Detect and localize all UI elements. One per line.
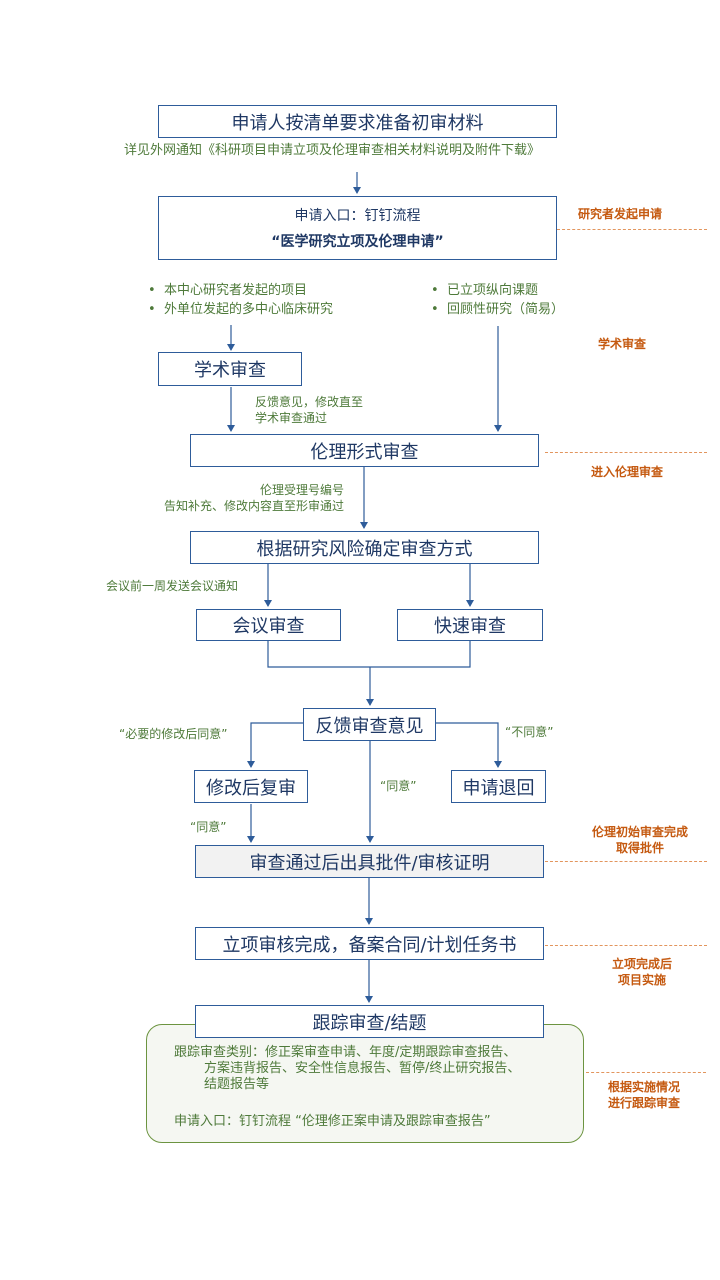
- revise-review-label: 修改后复审: [206, 777, 296, 799]
- approval-label: 审查通过后出具批件/审核证明: [249, 852, 490, 874]
- entry-line-2: “医学研究立项及伦理申请”: [271, 234, 444, 250]
- fast-review-box: 快速审查: [397, 609, 543, 641]
- meeting-review-label: 会议审查: [232, 616, 305, 637]
- academic-feedback-note: 反馈意见，修改直至 学术审查通过: [255, 395, 364, 425]
- meeting-review-box: 会议审查: [196, 609, 341, 641]
- stage-enter-ethics: 进入伦理审查: [591, 465, 664, 479]
- feedback-label: 反馈审查意见: [315, 715, 424, 737]
- prepare-materials-label: 申请人按清单要求准备初审材料: [231, 112, 484, 134]
- review-method-label: 根据研究风险确定审查方式: [256, 538, 473, 560]
- meeting-notice-note: 会议前一周发送会议通知: [106, 579, 239, 593]
- stage-academic-review: 学术审查: [598, 337, 647, 351]
- list-item: •外单位发起的多中心临床研究: [148, 302, 334, 317]
- stage-divider: [545, 861, 707, 862]
- stage-ethics-done: 伦理初始审查完成 取得批件: [591, 825, 688, 855]
- stage-divider: [545, 452, 707, 453]
- stage-divider: [545, 945, 707, 946]
- academic-review-box: 学术审查: [158, 352, 302, 386]
- tracking-entry-note: 申请入口：钉钉流程 “伦理修正案申请及跟踪审查报告”: [174, 1114, 491, 1129]
- entry-line-1: 申请入口：钉钉流程: [294, 208, 421, 224]
- approval-box: 审查通过后出具批件/审核证明: [195, 845, 544, 878]
- list-item: •本中心研究者发起的项目: [148, 283, 308, 298]
- revise-review-box: 修改后复审: [194, 770, 308, 803]
- prepare-materials-box: 申请人按清单要求准备初审材料: [158, 105, 557, 138]
- disagree-note: “不同意”: [505, 725, 554, 739]
- necessary-revise-note: “必要的修改后同意”: [119, 727, 228, 741]
- tracking-review-box: 跟踪审查/结题: [195, 1005, 544, 1038]
- feedback-box: 反馈审查意见: [303, 708, 436, 741]
- list-item: •回顾性研究（简易）: [431, 302, 565, 317]
- formal-review-box: 伦理形式审查: [190, 434, 539, 467]
- project-complete-label: 立项审核完成，备案合同/计划任务书: [222, 934, 517, 956]
- academic-review-label: 学术审查: [194, 360, 266, 381]
- application-entry-box: 申请入口：钉钉流程 “医学研究立项及伦理申请”: [158, 196, 557, 260]
- right-bullet-list: •已立项纵向课题 •回顾性研究（简易）: [431, 281, 564, 319]
- agree-left-note: “同意”: [190, 820, 227, 834]
- agree-mid-note: “同意”: [380, 779, 417, 793]
- stage-tracking: 根据实施情况 进行跟踪审查: [607, 1080, 680, 1110]
- withdraw-box: 申请退回: [451, 770, 546, 803]
- list-item: •已立项纵向课题: [431, 283, 539, 298]
- tracking-review-label: 跟踪审查/结题: [312, 1012, 427, 1034]
- stage-divider: [557, 229, 707, 230]
- stage-researcher-start: 研究者发起申请: [578, 207, 663, 221]
- see-notice-note: 详见外网通知《科研项目申请立项及伦理审查相关材料说明及附件下载》: [124, 143, 541, 158]
- project-complete-box: 立项审核完成，备案合同/计划任务书: [195, 927, 544, 960]
- formal-review-label: 伦理形式审查: [310, 441, 419, 463]
- stage-divider: [586, 1072, 706, 1073]
- left-bullet-list: •本中心研究者发起的项目 •外单位发起的多中心临床研究: [148, 281, 333, 319]
- stage-project-done: 立项完成后 项目实施: [611, 957, 672, 987]
- fast-review-label: 快速审查: [434, 616, 506, 637]
- review-method-box: 根据研究风险确定审查方式: [190, 531, 539, 564]
- formal-review-note: 伦理受理号编号 告知补充、修改内容直至形审通过: [163, 483, 344, 513]
- tracking-types-note: 跟踪审查类别：修正案审查申请、年度/定期跟踪审查报告、 方案违背报告、安全性信息…: [174, 1045, 521, 1092]
- withdraw-label: 申请退回: [462, 777, 535, 799]
